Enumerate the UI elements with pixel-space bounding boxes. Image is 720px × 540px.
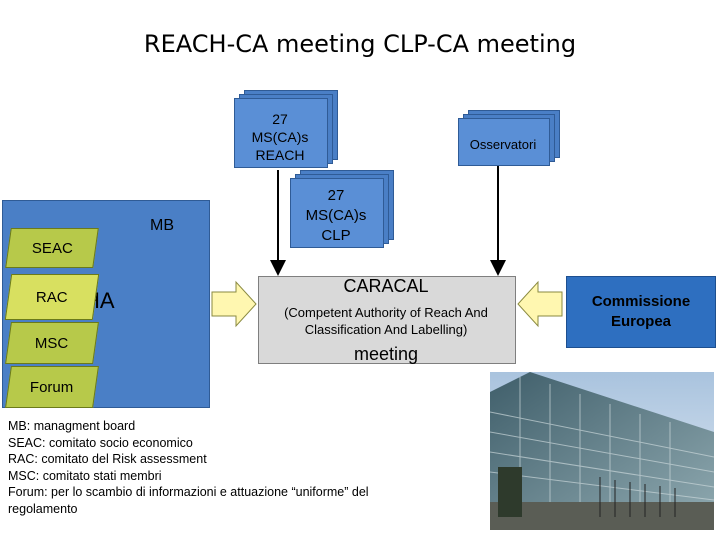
observers-label: Osservatori [469, 137, 537, 152]
committee-msc: MSC [5, 322, 99, 364]
note-seac: SEAC: comitato socio economico [8, 435, 193, 450]
observers-stack: Osservatori [458, 110, 560, 166]
clp-stack-line2: MS(CA)s [305, 207, 367, 224]
clp-stack: 27 MS(CA)s CLP [290, 170, 396, 250]
echa-to-caracal-arrow [211, 280, 257, 328]
reach-stack-line2: MS(CA)s [251, 129, 309, 145]
building-photo [490, 372, 714, 530]
caracal-description: (Competent Authority of Reach And Classi… [284, 305, 488, 337]
note-forum-cont: regolamento [8, 501, 78, 516]
commission-box: Commissione Europea [566, 276, 716, 348]
caracal-meeting-label: meeting [353, 344, 419, 364]
reach-stack: 27 MS(CA)s REACH [234, 90, 340, 170]
committee-forum: Forum [5, 366, 99, 408]
note-rac: RAC: comitato del Risk assessment [8, 452, 207, 466]
caracal-title: CARACAL [343, 276, 429, 296]
commission-line1: Commissione [591, 293, 691, 310]
page-title: REACH-CA meeting CLP-CA meeting [143, 30, 577, 58]
mb-label: MB [150, 217, 174, 234]
committee-rac: RAC [4, 274, 100, 320]
clp-stack-line1: 27 [327, 187, 345, 204]
committee-seac: SEAC [5, 228, 99, 268]
clp-stack-line3: CLP [321, 227, 351, 244]
caracal-box [258, 276, 516, 364]
reach-stack-line3: REACH [255, 147, 305, 163]
commission-line2: Europea [610, 313, 671, 330]
note-mb: MB: managment board [8, 419, 136, 433]
notes: MB: managment board SEAC: comitato socio… [8, 418, 448, 517]
note-msc: MSC: comitato stati membri [8, 468, 162, 483]
note-forum: Forum: per lo scambio di informazioni e … [8, 485, 369, 499]
reach-stack-line1: 27 [272, 111, 288, 127]
commission-to-caracal-arrow [517, 280, 563, 328]
